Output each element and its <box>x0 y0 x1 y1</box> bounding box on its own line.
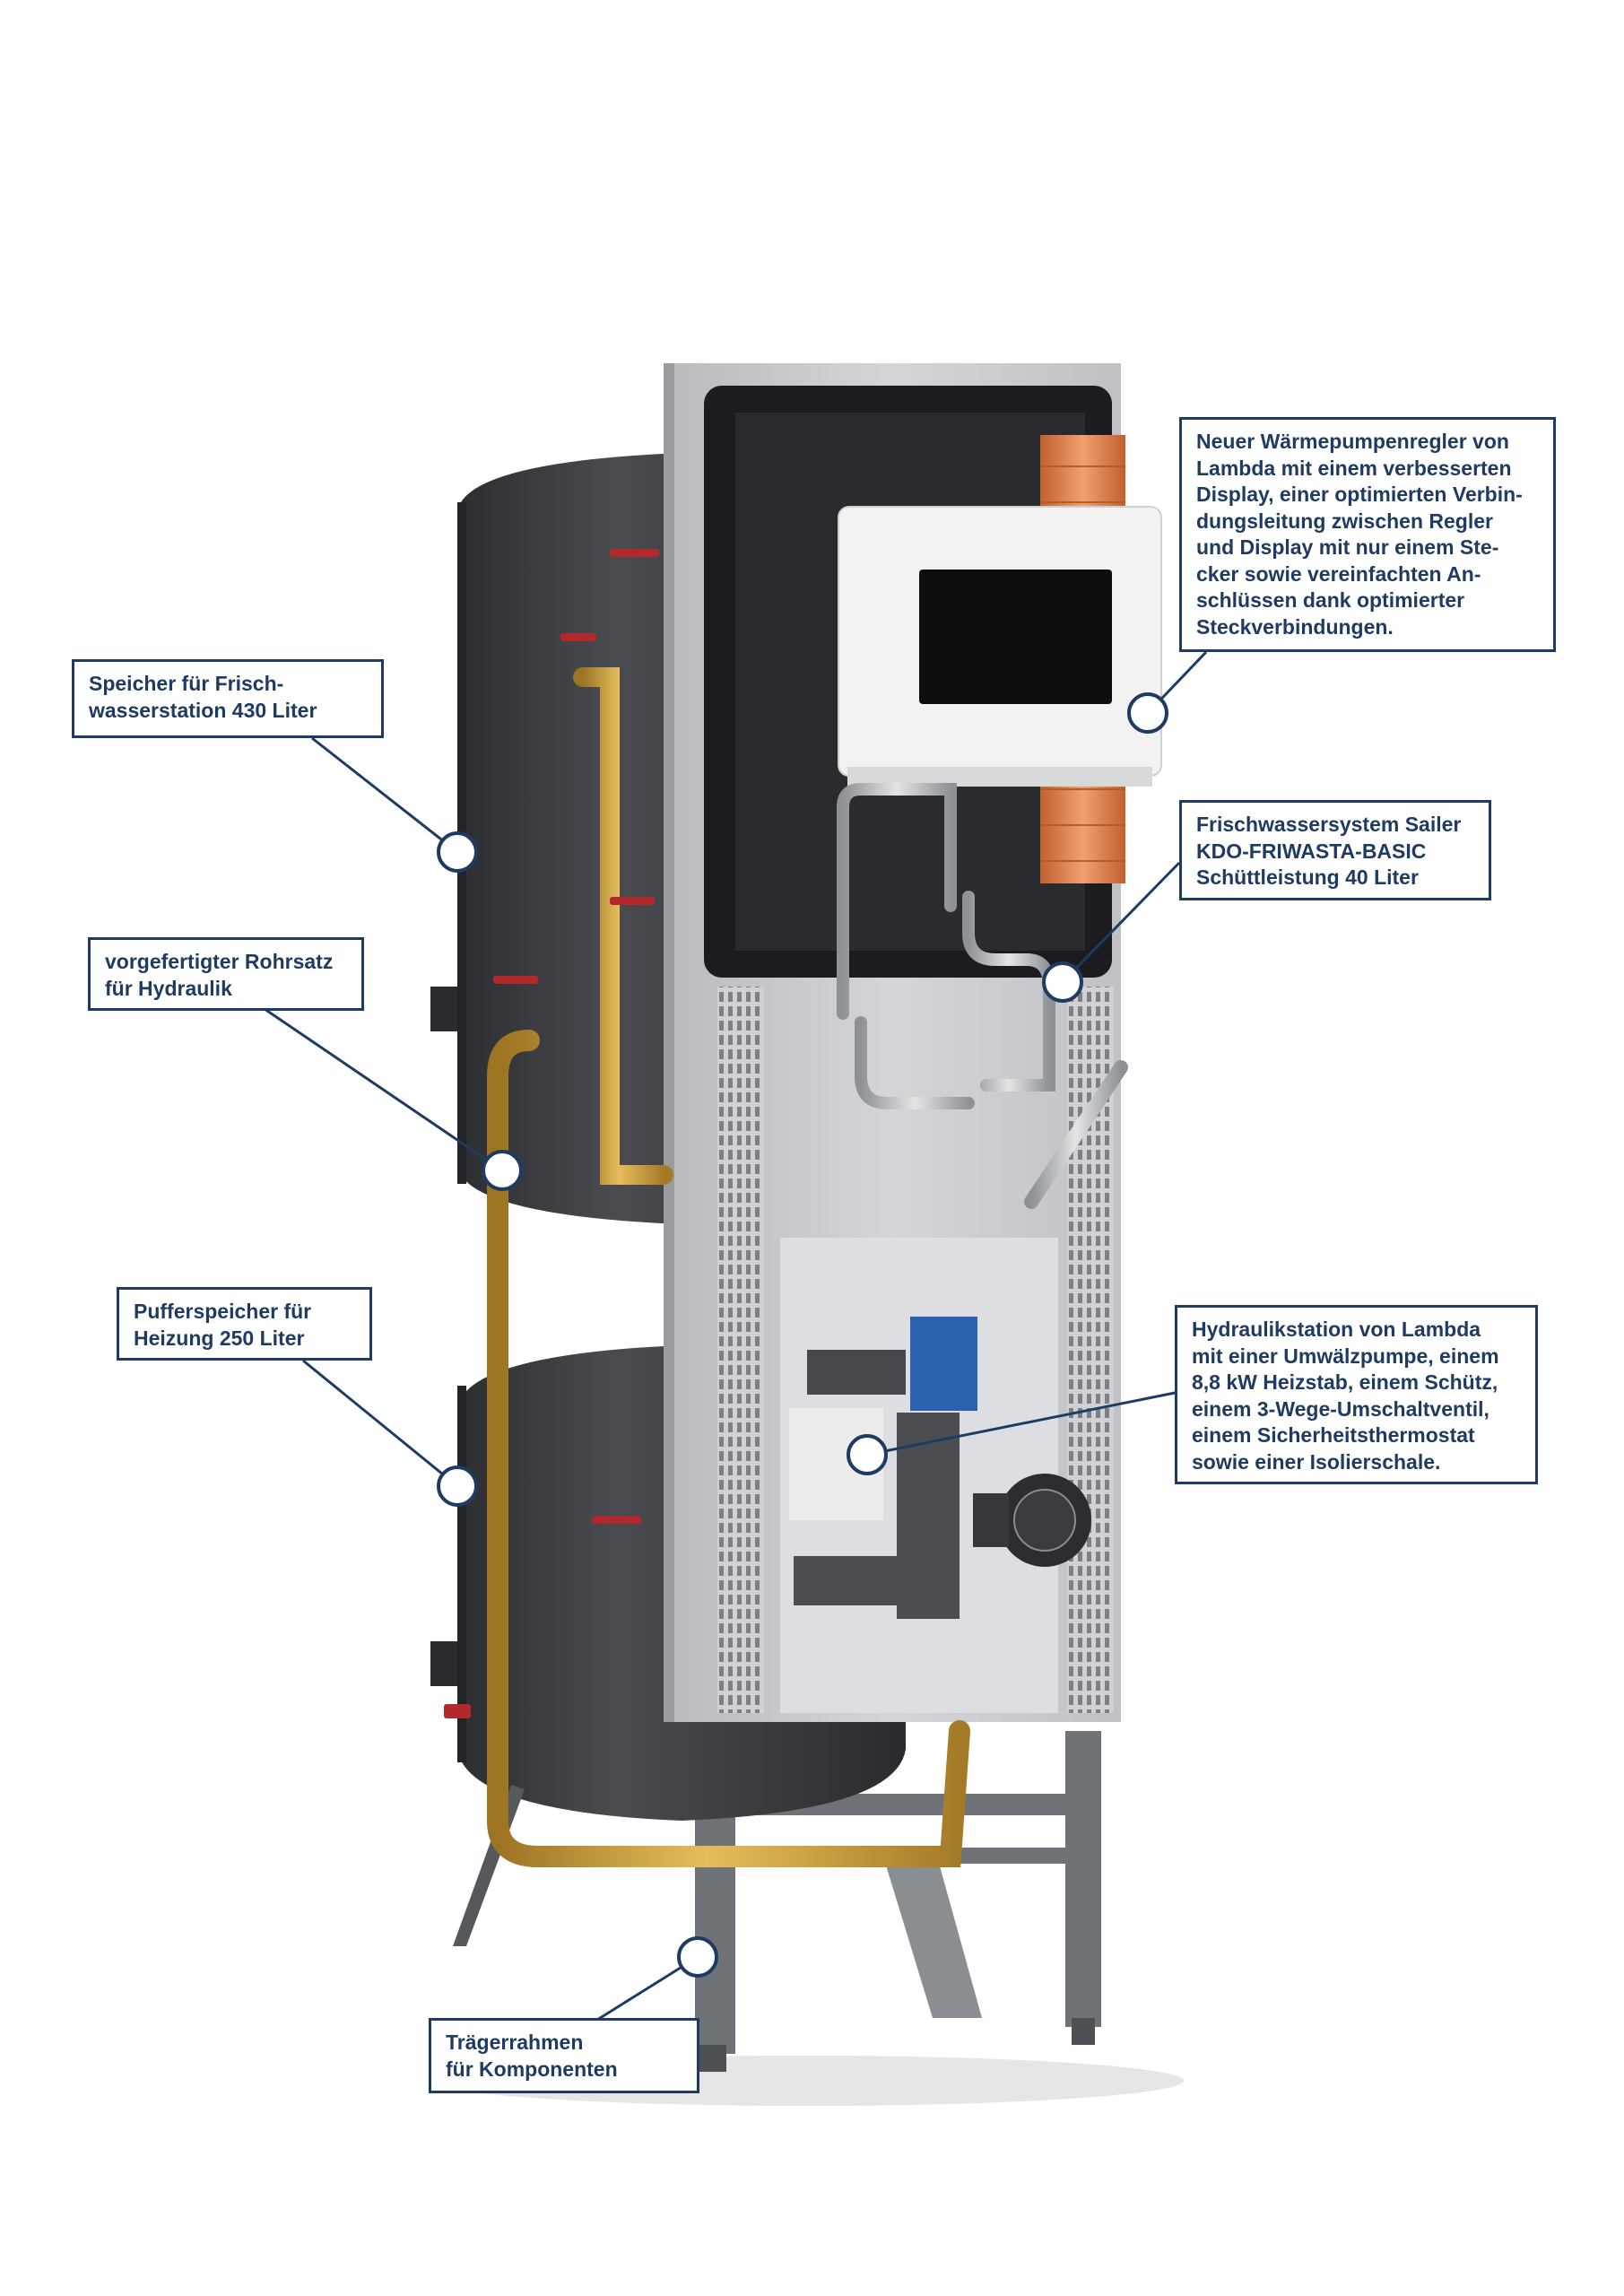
hydraulic-station <box>789 1317 1091 1619</box>
connector-pipe-set <box>264 1007 503 1172</box>
callout-fresh-water-system: Frischwassersystem Sailer KDO-FRIWASTA-B… <box>1179 800 1491 900</box>
connector-buffer-storage <box>302 1359 458 1488</box>
connector-storage-fresh-water <box>311 736 458 854</box>
connector-hydraulic-station <box>866 1388 1189 1457</box>
connector-fresh-water-system <box>1061 861 1181 984</box>
callout-pipe-set: vorgefertigter Rohrsatz für Hydraulik <box>88 937 364 1011</box>
callout-controller: Neuer Wärmepumpenregler von Lambda mit e… <box>1179 417 1556 652</box>
marker-buffer-storage[interactable] <box>437 1465 478 1507</box>
callout-hydraulic-station: Hydraulikstation von Lambda mit einer Um… <box>1175 1305 1538 1484</box>
marker-fresh-water-system[interactable] <box>1042 961 1083 1003</box>
callout-buffer-storage: Pufferspeicher für Heizung 250 Liter <box>117 1287 372 1361</box>
callout-support-frame: Trägerrahmen für Komponenten <box>429 2018 699 2093</box>
marker-hydraulic-station[interactable] <box>847 1434 888 1475</box>
callout-storage-fresh-water: Speicher für Frisch- wasserstation 430 L… <box>72 659 384 738</box>
valve-handles <box>444 549 659 1718</box>
connector-support-frame <box>582 1955 699 2031</box>
marker-controller[interactable] <box>1127 692 1168 734</box>
marker-pipe-set[interactable] <box>482 1150 523 1191</box>
heat-pump-controller <box>838 506 1162 787</box>
marker-support-frame[interactable] <box>677 1936 718 1978</box>
marker-storage-fresh-water[interactable] <box>437 831 478 873</box>
